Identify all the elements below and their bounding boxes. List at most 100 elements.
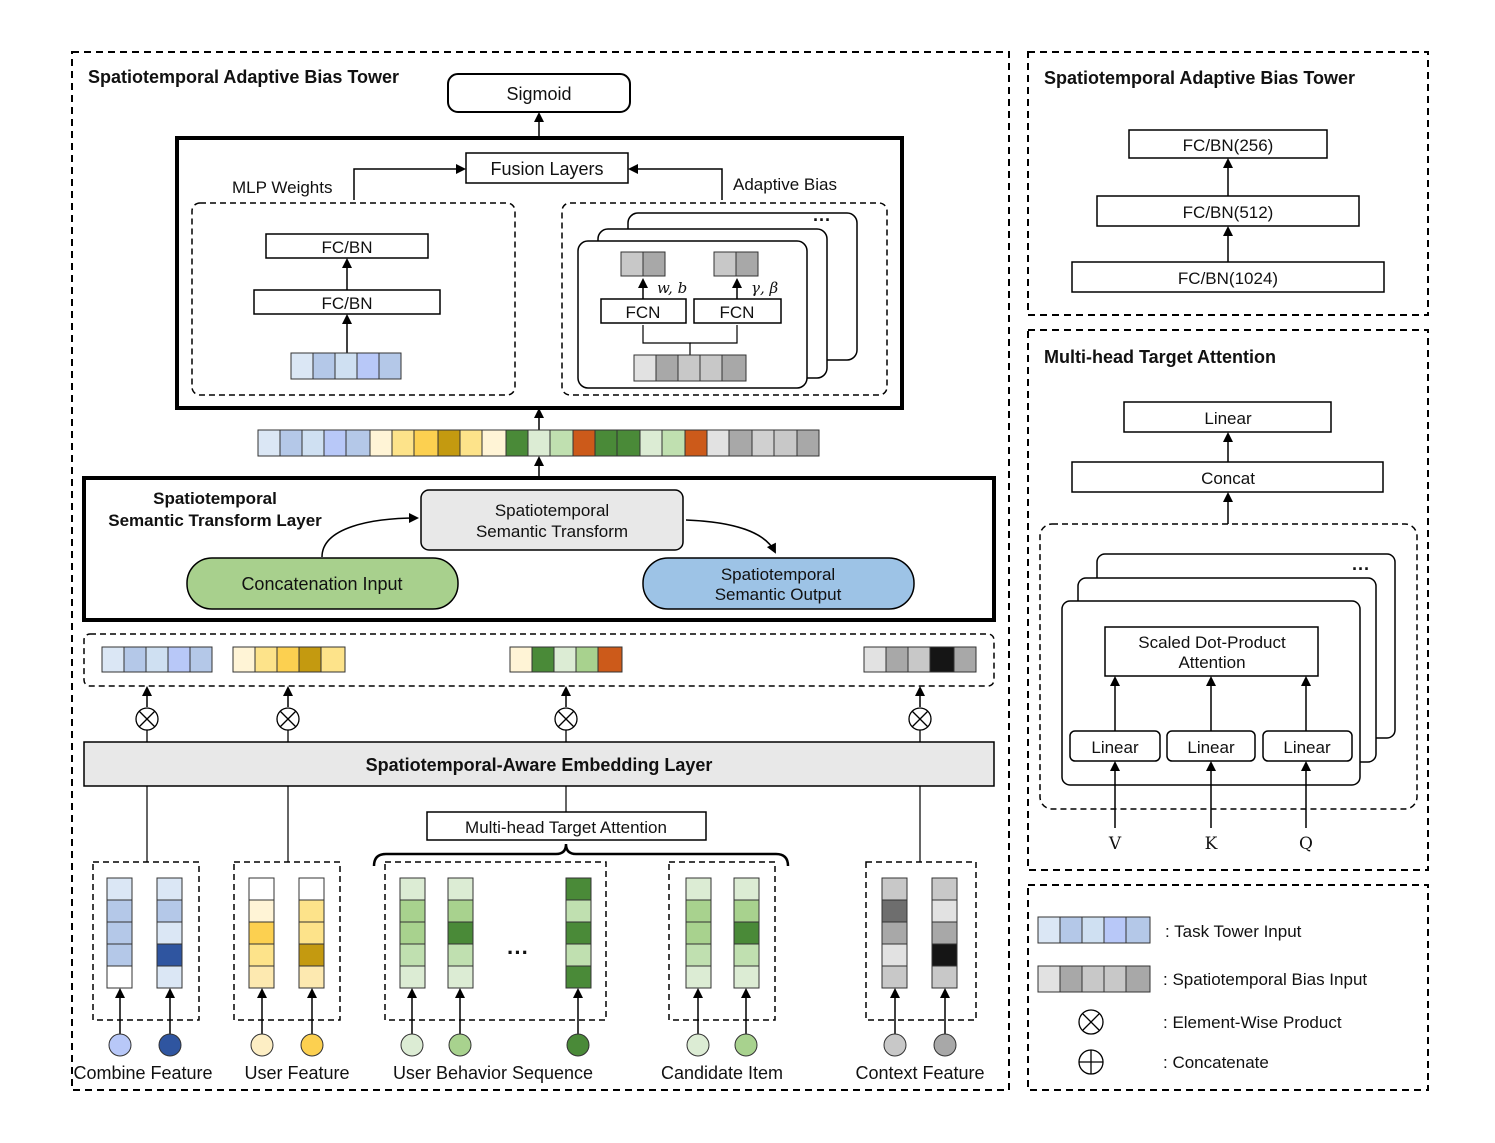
candidate-node-1	[686, 1033, 710, 1057]
user-node-1	[250, 1033, 274, 1057]
bias-input-vector	[633, 354, 747, 382]
candidate-item-group	[668, 861, 776, 1021]
candidate-node-2	[734, 1033, 758, 1057]
wb-output	[620, 251, 666, 277]
right-tower-panel	[1027, 51, 1429, 316]
legend-panel	[1027, 884, 1429, 1091]
behavior-ellipsis: ···	[507, 940, 529, 965]
fcbn-1024-box	[1071, 261, 1385, 293]
attention-heads-box	[1039, 523, 1418, 810]
fcn-left-box	[600, 298, 687, 324]
fcbn-top-label: FC/BN	[322, 238, 373, 257]
legend-concatenate-icon	[1078, 1049, 1104, 1075]
fusion-layers-box	[465, 152, 629, 184]
mhta-label: Multi-head Target Attention	[465, 818, 667, 837]
right-tower-title: Spatiotemporal Adaptive Bias Tower	[1044, 68, 1355, 88]
behavior-col-3	[565, 877, 592, 989]
combine-col-2	[156, 877, 183, 989]
semantic-transform-box	[420, 489, 684, 551]
right-attention-panel	[1027, 329, 1429, 871]
fusion-layers-label: Fusion Layers	[490, 159, 603, 179]
legend-bias-swatch	[1037, 965, 1151, 993]
linear-k-label: Linear	[1187, 738, 1235, 757]
context-col-1	[881, 877, 908, 989]
behavior-sequence-group	[384, 861, 607, 1021]
wb-label: w, b	[657, 279, 687, 297]
linear-top-box	[1123, 401, 1332, 433]
fcn-right-box	[693, 298, 782, 324]
concat-vector	[257, 429, 820, 457]
adaptive-bias-label: Adaptive Bias	[733, 175, 837, 194]
context-col-2	[931, 877, 958, 989]
main-panel-title: Spatiotemporal Adaptive Bias Tower	[88, 67, 399, 87]
legend-element-wise-label: : Element-Wise Product	[1163, 1013, 1342, 1032]
gamma-beta-output	[713, 251, 759, 277]
embed-out-context	[863, 646, 977, 673]
semantic-output-box	[642, 557, 915, 610]
concatenation-input-box	[186, 557, 459, 610]
concat-label: Concat	[1201, 469, 1255, 488]
concatenation-input-label: Concatenation Input	[241, 574, 402, 594]
embedding-layer-label: Spatiotemporal-Aware Embedding Layer	[366, 755, 713, 775]
context-feature-label: Context Feature	[855, 1063, 984, 1083]
user-feature-group	[233, 861, 341, 1021]
mlp-input-vector	[290, 352, 402, 380]
user-node-2	[300, 1033, 324, 1057]
mlp-weights-box	[191, 202, 516, 396]
fcn-left-label: FCN	[626, 303, 661, 322]
mhta-box	[426, 811, 707, 841]
fcbn-bottom-label: FC/BN	[322, 294, 373, 313]
arrow-input-to-transform	[321, 513, 419, 558]
user-col-2	[298, 877, 325, 989]
sdpa-label-1: Scaled Dot-Product	[1138, 633, 1286, 652]
semantic-transform-label-1: Spatiotemporal	[495, 501, 609, 520]
legend-bias-label: : Spatiotemporal Bias Input	[1163, 970, 1367, 989]
semantic-transform-layer-box	[82, 476, 996, 622]
input-q-label: Q	[1299, 834, 1313, 854]
fcbn-top-box	[265, 233, 429, 259]
split-right	[690, 325, 738, 344]
combine-node-2	[158, 1033, 182, 1057]
embed-out-behavior	[509, 646, 623, 673]
adaptive-bias-box	[561, 202, 888, 396]
bias-ellipsis: ···	[813, 210, 831, 230]
heads-ellipsis: ···	[1352, 559, 1370, 579]
semantic-output-label-1: Spatiotemporal	[721, 565, 835, 584]
sdpa-box	[1104, 626, 1319, 677]
behavior-node-1	[400, 1033, 424, 1057]
context-node-2	[933, 1033, 957, 1057]
sdpa-label-2: Attention	[1178, 653, 1245, 672]
mlp-weights-label: MLP Weights	[232, 178, 332, 197]
behavior-col-1	[399, 877, 426, 989]
legend-task-tower-label: : Task Tower Input	[1165, 922, 1302, 941]
combine-feature-group	[92, 861, 200, 1021]
fcbn-256-label: FC/BN(256)	[1183, 136, 1274, 155]
behavior-node-2	[448, 1033, 472, 1057]
candidate-col-1	[685, 877, 712, 989]
combine-node-1	[108, 1033, 132, 1057]
candidate-item-label: Candidate Item	[661, 1063, 783, 1083]
gamma-beta-label: γ, β	[751, 279, 779, 297]
fcbn-1024-label: FC/BN(1024)	[1178, 269, 1278, 288]
legend-concatenate-label: : Concatenate	[1163, 1053, 1269, 1072]
user-feature-label: User Feature	[244, 1063, 349, 1083]
input-v-label: V	[1108, 834, 1122, 854]
concat-box	[1071, 461, 1384, 493]
arrow-transform-to-output	[685, 519, 776, 554]
main-panel-border	[71, 51, 1010, 1091]
combine-col-1	[106, 877, 133, 989]
behavior-col-2	[447, 877, 474, 989]
combine-feature-label: Combine Feature	[73, 1063, 212, 1083]
embedding-output-row	[83, 633, 995, 687]
input-k-label: K	[1205, 834, 1218, 854]
sigmoid-label: Sigmoid	[506, 84, 571, 104]
semantic-layer-title-2: Semantic Transform Layer	[108, 511, 322, 530]
linear-v-label: Linear	[1091, 738, 1139, 757]
candidate-col-2	[733, 877, 760, 989]
arrow-mlp-to-fusion	[353, 164, 466, 200]
fcn-right-label: FCN	[720, 303, 755, 322]
feature-connectors	[146, 786, 921, 862]
linear-q-label: Linear	[1283, 738, 1331, 757]
user-col-1	[248, 877, 275, 989]
